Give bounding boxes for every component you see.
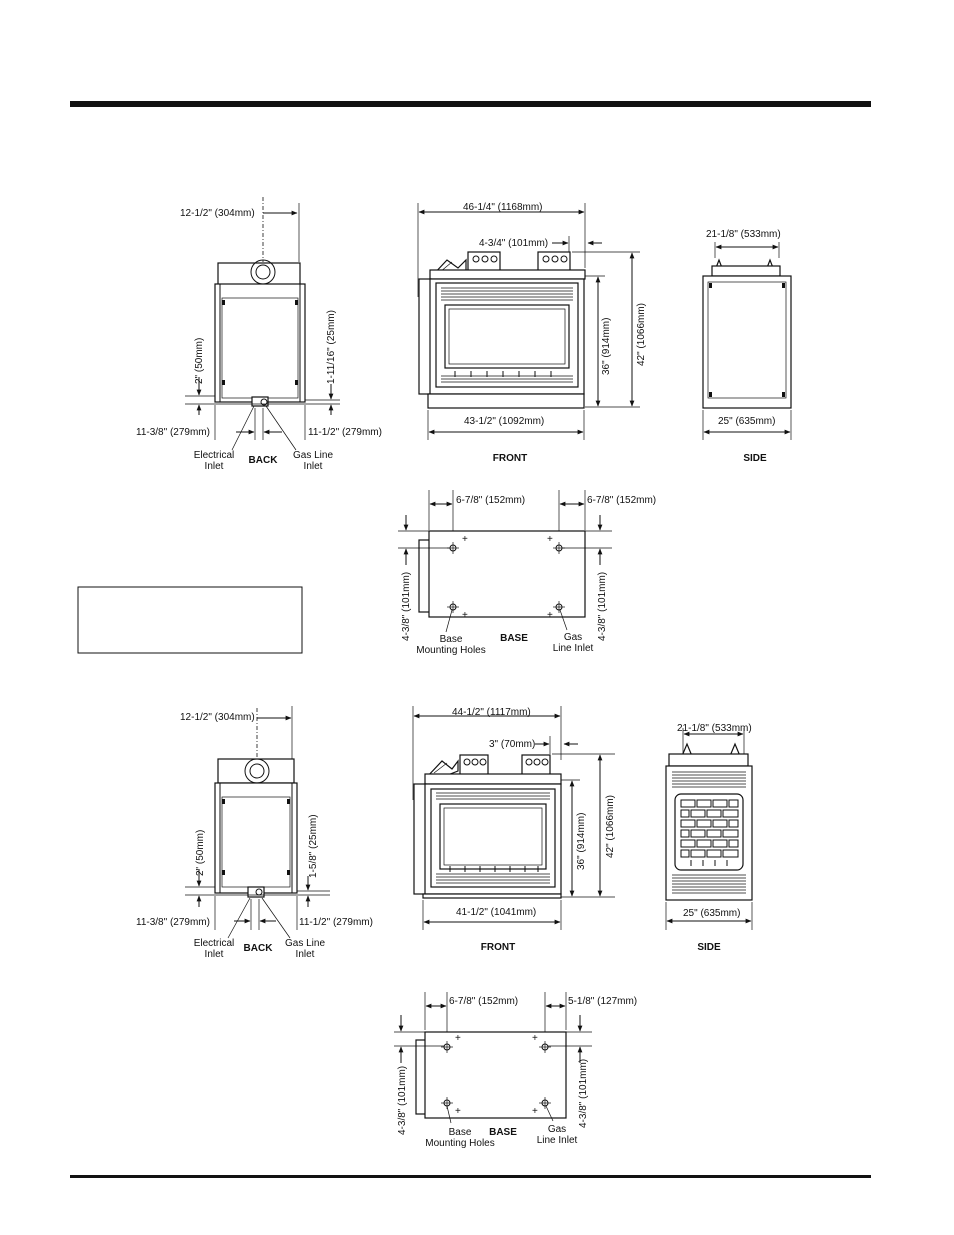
front-view-1: 46-1/4" (1168mm) 4-3/4" (101mm) (417, 202, 647, 464)
front1-title: FRONT (493, 453, 527, 464)
base1-title: BASE (500, 633, 528, 644)
side2-title: SIDE (697, 942, 721, 953)
front2-dim-top: 44-1/2" (1117mm) (452, 707, 531, 718)
base-view-2: 6-7/8" (152mm) 5-1/8" (127mm) + + + + 4-… (394, 992, 637, 1149)
back-view-2: 12-1/2" (304mm) 2" (50mm) 1-5/8" (25mm) … (136, 706, 373, 960)
base-view-1: 6-7/8" (152mm) 6-7/8" (152mm) + + + + 4-… (398, 490, 656, 656)
back2-dim-left-vert: 2" (50mm) (195, 830, 206, 876)
svg-text:+: + (547, 534, 553, 545)
back1-label-electrical-1: Electrical (194, 450, 235, 461)
base1-dim-vert-left: 4-3/8" (101mm) (401, 572, 412, 641)
front2-title: FRONT (481, 942, 515, 953)
back1-dim-left-vert: 2" (50mm) (194, 338, 205, 384)
base2-label-gas-1: Gas (548, 1124, 566, 1135)
front2-dim-sub: 3" (70mm) (489, 739, 535, 750)
back2-title: BACK (244, 943, 274, 954)
base2-label-mount-2: Mounting Holes (425, 1138, 494, 1149)
base2-label-gas-2: Line Inlet (537, 1135, 578, 1146)
front1-dim-height-outer: 42" (1066mm) (636, 303, 647, 366)
base2-dim-vert-right: 4-3/8" (101mm) (578, 1059, 589, 1128)
base1-label-mount-1: Base (440, 634, 463, 645)
back2-label-electrical-2: Inlet (205, 949, 224, 960)
front1-dim-height-inner: 36" (914mm) (601, 318, 612, 375)
back1-dim-bottom-right: 11-1/2" (279mm) (308, 427, 382, 438)
side1-dim-top: 21-1/8" (533mm) (706, 229, 781, 240)
back1-label-gas-2: Inlet (304, 461, 323, 472)
svg-text:+: + (455, 1033, 461, 1044)
note-box (77, 586, 303, 654)
svg-text:+: + (462, 534, 468, 545)
base2-dim-vert-left: 4-3/8" (101mm) (397, 1066, 408, 1135)
back1-label-gas-1: Gas Line (293, 450, 333, 461)
back2-label-gas-2: Inlet (296, 949, 315, 960)
base1-label-gas-2: Line Inlet (553, 643, 594, 654)
base1-dim-left: 6-7/8" (152mm) (456, 495, 525, 506)
back1-dim-right-vert: 1-11/16" (25mm) (326, 310, 337, 384)
svg-text:+: + (455, 1106, 461, 1117)
side2-dim-top: 21-1/8" (533mm) (677, 723, 752, 734)
svg-text:+: + (532, 1033, 538, 1044)
base1-dim-right: 6-7/8" (152mm) (587, 495, 656, 506)
back1-title: BACK (249, 455, 279, 466)
front2-dim-bottom: 41-1/2" (1041mm) (456, 907, 536, 918)
front1-dim-sub: 4-3/4" (101mm) (479, 238, 548, 249)
back-view-1: 12-1/2" (304mm) 2" (50mm) 1-11/16" (25mm… (136, 197, 382, 472)
back2-dim-right-vert: 1-5/8" (25mm) (308, 814, 319, 878)
footer-rule (70, 1175, 871, 1178)
front1-dim-bottom: 43-1/2" (1092mm) (464, 416, 544, 427)
back1-dim-bottom-left: 11-3/8" (279mm) (136, 427, 210, 438)
header-rule (70, 101, 871, 107)
svg-text:+: + (547, 610, 553, 621)
side-view-1: 21-1/8" (533mm) 25" (635mm) SIDE (702, 229, 792, 464)
base1-label-mount-2: Mounting Holes (416, 645, 485, 656)
back1-dim-top: 12-1/2" (304mm) (180, 208, 255, 219)
back1-label-electrical-2: Inlet (205, 461, 224, 472)
front2-dim-height-outer: 42" (1066mm) (605, 795, 616, 858)
side2-dim-bottom: 25" (635mm) (683, 908, 740, 919)
base2-dim-left: 6-7/8" (152mm) (449, 996, 518, 1007)
back2-label-electrical-1: Electrical (194, 938, 235, 949)
side-view-2: 21-1/8" (533mm) 25" (635mm) SIDE (665, 723, 753, 953)
back2-dim-bottom-left: 11-3/8" (279mm) (136, 917, 210, 928)
base1-dim-vert-right: 4-3/8" (101mm) (597, 572, 608, 641)
base2-title: BASE (489, 1127, 517, 1138)
base2-dim-right: 5-1/8" (127mm) (568, 996, 637, 1007)
svg-text:+: + (462, 610, 468, 621)
back2-dim-top: 12-1/2" (304mm) (180, 712, 255, 723)
base2-label-mount-1: Base (449, 1127, 472, 1138)
front2-dim-height-inner: 36" (914mm) (576, 813, 587, 870)
side1-dim-bottom: 25" (635mm) (718, 416, 775, 427)
back2-dim-bottom-right: 11-1/2" (279mm) (299, 917, 373, 928)
svg-text:+: + (532, 1106, 538, 1117)
front-view-2: 44-1/2" (1117mm) 3" (70mm) (412, 706, 616, 953)
back2-label-gas-1: Gas Line (285, 938, 325, 949)
side1-title: SIDE (743, 453, 767, 464)
base1-label-gas-1: Gas (564, 632, 582, 643)
front1-dim-top: 46-1/4" (1168mm) (463, 202, 543, 213)
